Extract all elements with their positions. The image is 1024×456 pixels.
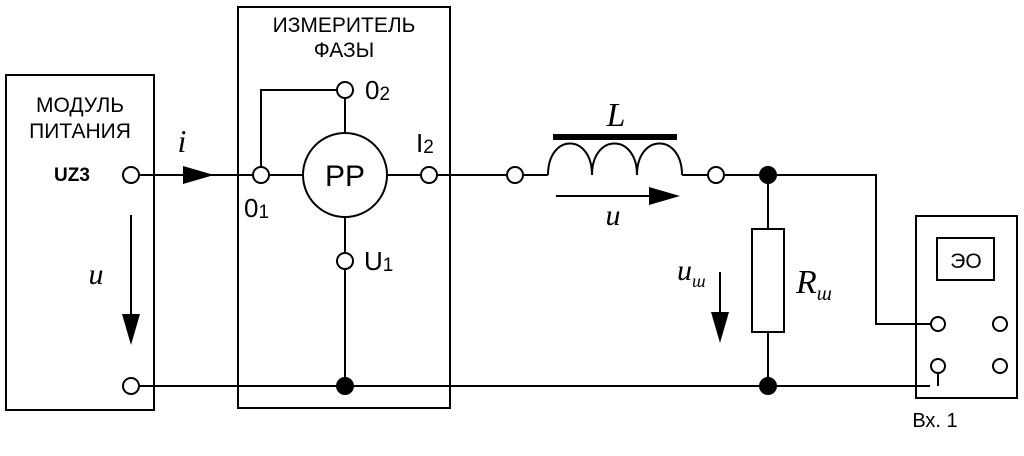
shunt-resistor [751,228,785,333]
power-module-voltage-label: u [89,258,104,291]
inductor-label: L [606,97,626,134]
oscilloscope-input-label: Вх. 1 [912,410,957,432]
uz3-output-terminal [122,166,140,184]
power-module-id: UZ3 [54,165,90,186]
power-module-title-line1: МОДУЛЬ [36,94,124,117]
inductor-voltage-arrowhead [649,187,680,205]
junction-node-shunt-top [759,166,777,184]
inductor-left-terminal [506,166,524,184]
phase-meter-title-line2: ФАЗЫ [314,39,375,62]
junction-node-meter-ground [336,377,354,395]
uz3-return-terminal [122,377,140,395]
terminal-o2-label: 02 [365,75,390,105]
phase-meter-box [237,6,451,409]
phase-meter-terminal-o1 [252,166,270,184]
inductor-coil [547,142,683,176]
phase-meter-terminal-o2 [336,81,354,99]
inductor-voltage-label: u [606,199,621,232]
power-module-box [5,74,155,411]
oscilloscope-label: ЭО [950,250,981,273]
shunt-voltage-label: uш [677,254,706,291]
wire-junction-to-scope [768,174,930,325]
terminal-o1-label: 01 [244,193,269,223]
phase-meter-terminal-i2 [420,166,438,184]
phase-meter-title-line1: ИЗМЕРИТЕЛЬ [273,14,416,37]
oscilloscope-input1-ground-terminal [930,358,946,374]
oscilloscope-input2-ground-terminal [992,358,1008,374]
phase-meter-terminal-u1 [336,252,354,270]
oscilloscope-input2-signal-terminal [992,316,1008,332]
oscilloscope-box [915,215,1018,399]
pp-device-circle [302,132,388,218]
power-module-title-line2: ПИТАНИЯ [29,120,131,143]
shunt-voltage-arrowhead [711,312,729,343]
current-arrowhead [183,166,214,184]
current-label: i [178,123,187,159]
junction-node-shunt-bottom [759,377,777,395]
pp-device-label: PP [325,160,365,193]
oscilloscope-input1-signal-terminal [930,316,946,332]
shunt-label: Rш [795,264,832,305]
terminal-i2-label: I2 [416,128,434,158]
inductor-right-terminal [707,166,725,184]
terminal-u1-label: U1 [364,246,393,276]
power-voltage-arrowhead [122,314,140,345]
inductor-core [553,134,677,140]
oscilloscope-screen [936,237,995,281]
wire-o1-loop [260,89,336,166]
